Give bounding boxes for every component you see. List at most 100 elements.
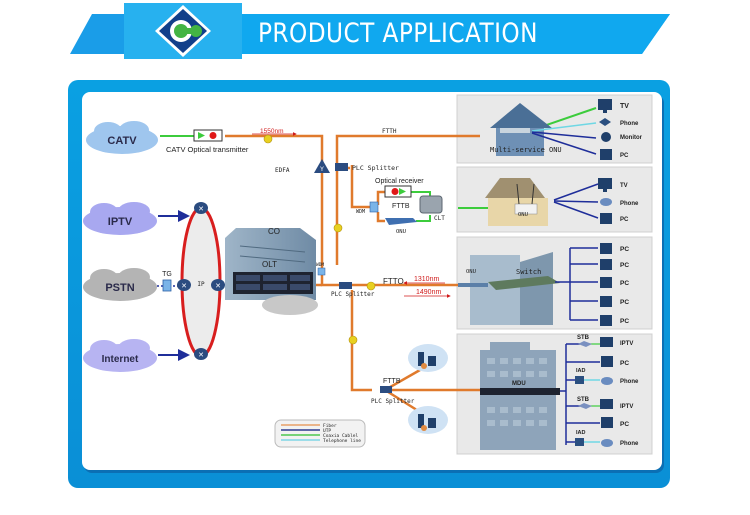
fiber-connector-icon — [348, 335, 358, 345]
plc-splitter-mid-label: PLC Splitter — [331, 291, 375, 298]
pc-icon — [601, 356, 613, 367]
plc-splitter-mid: PLC Splitter — [331, 282, 375, 298]
device-label: PC — [620, 262, 629, 269]
tg-gateway: TG — [162, 271, 172, 292]
device-label: IPTV — [620, 341, 633, 347]
plc-splitter-bottom-label: PLC Splitter — [371, 398, 415, 405]
tv-icon — [600, 399, 613, 409]
device-label: Phone — [620, 121, 639, 127]
pc-icon — [601, 417, 613, 428]
router-icons: ✕ ✕ ✕ ✕ — [177, 202, 225, 360]
wavelength-1310-label: 1310nm — [414, 276, 439, 283]
onu-mid-label: ONU — [396, 229, 406, 235]
mdu-building: MDU — [480, 342, 560, 450]
svg-text:✕: ✕ — [181, 282, 187, 290]
pc-icon — [600, 277, 612, 288]
page-title: PRODUCT APPLICATION — [258, 18, 538, 49]
cloud-pstn-label: PSTN — [105, 282, 134, 294]
wdm-core-icon — [317, 267, 326, 276]
device-label: PC — [620, 360, 629, 367]
device-label: Monitor — [620, 135, 643, 141]
iad-icon — [575, 376, 584, 384]
wavelength-1490: 1490nm — [404, 289, 451, 298]
catv-optical-transmitter: CATV Optical transmitter — [166, 129, 249, 154]
wavelength-1550: 1550nm — [252, 128, 297, 136]
router-icon: ✕ — [194, 202, 208, 214]
cloud-iptv-label: IPTV — [108, 216, 133, 228]
device-label: Phone — [620, 441, 639, 447]
wdm-core-label: WDM — [316, 262, 324, 268]
home-links — [553, 183, 599, 219]
office-building: ONU Switch — [458, 252, 560, 325]
mdu-phone-links — [584, 379, 600, 443]
pc-icon — [600, 213, 612, 224]
legend-item-telephone: Telephone line — [281, 438, 361, 444]
switch-device — [488, 276, 560, 290]
device-label: Phone — [620, 379, 639, 385]
legend-label: Telephone line — [323, 438, 361, 444]
plc-splitter-bottom: FTTB PLC Splitter — [371, 378, 415, 405]
optical-receiver: Optical receiver — [375, 178, 424, 198]
plc-splitter-top: PLC Splitter — [335, 163, 399, 172]
device-label: PC — [620, 246, 629, 253]
router-icon: ✕ — [211, 279, 225, 291]
pc-icon — [600, 243, 612, 254]
mdu-links — [560, 343, 600, 445]
legend-label: Coaxia Cablel — [323, 433, 359, 439]
city-icon — [408, 344, 448, 372]
office-onu-label: ONU — [466, 269, 476, 275]
svg-text:✕: ✕ — [215, 282, 221, 290]
multi-service-links — [531, 122, 597, 155]
iad-label: IAD — [576, 368, 586, 374]
edfa-label: EDFA — [275, 167, 290, 174]
cloud-iptv: IPTV — [83, 202, 157, 235]
phone-icon — [599, 118, 611, 126]
router-icon: ✕ — [194, 348, 208, 360]
legend-item-utp: UTP — [281, 428, 331, 434]
svg-text:Y: Y — [319, 166, 324, 173]
fiber-connector-icon — [263, 134, 273, 144]
ftth-label: FTTH — [382, 128, 397, 135]
logo-tile — [124, 3, 242, 59]
onu-device — [500, 128, 530, 133]
device-label: TV — [620, 103, 629, 110]
device-label: PC — [620, 318, 629, 325]
multi-service-onu-label: Multi-service ONU — [490, 146, 562, 154]
svg-text:✕: ✕ — [198, 205, 204, 213]
device-label: PC — [620, 217, 629, 223]
mdu-group-1: STB IPTV PC IAD Phone — [575, 335, 639, 385]
device-label: PC — [620, 421, 629, 428]
device-label: PC — [620, 299, 629, 306]
mdu-device — [480, 388, 560, 395]
device-label: IPTV — [620, 404, 633, 410]
wdm-mid-label: WDM — [356, 209, 365, 215]
legend-label: Fiber — [323, 423, 337, 429]
edfa-amplifier-icon: Y — [314, 159, 330, 173]
clt-device: CLT — [419, 195, 445, 222]
tv-icon — [600, 337, 613, 347]
stb-icon — [578, 341, 592, 347]
iad-label: IAD — [576, 430, 586, 436]
office-links — [555, 247, 598, 321]
iad-icon — [575, 438, 584, 446]
city-icon — [408, 406, 448, 434]
onu-mid: ONU — [385, 218, 417, 235]
co-building: CO OLT WDM — [225, 227, 326, 315]
stb-label: STB — [577, 335, 590, 341]
olt-rack — [236, 275, 310, 290]
header-banner: PRODUCT APPLICATION — [0, 0, 750, 70]
multi-service-devices: TV Phone Monitor PC — [598, 99, 643, 160]
home-devices: TV Phone PC — [598, 178, 639, 224]
onu-device — [458, 283, 488, 287]
fiber-connector-icon — [366, 281, 376, 291]
pc-icon — [600, 296, 612, 307]
device-label: TV — [620, 183, 628, 189]
panel-multi-service — [456, 94, 653, 164]
tv-icon — [598, 178, 612, 192]
onu-device — [514, 203, 538, 215]
mdu-label: MDU — [512, 381, 526, 387]
cloud-internet-label: Internet — [102, 354, 139, 365]
fiber-connector-icon — [333, 223, 343, 233]
co-label: CO — [268, 227, 280, 236]
legend-label: UTP — [323, 428, 331, 434]
